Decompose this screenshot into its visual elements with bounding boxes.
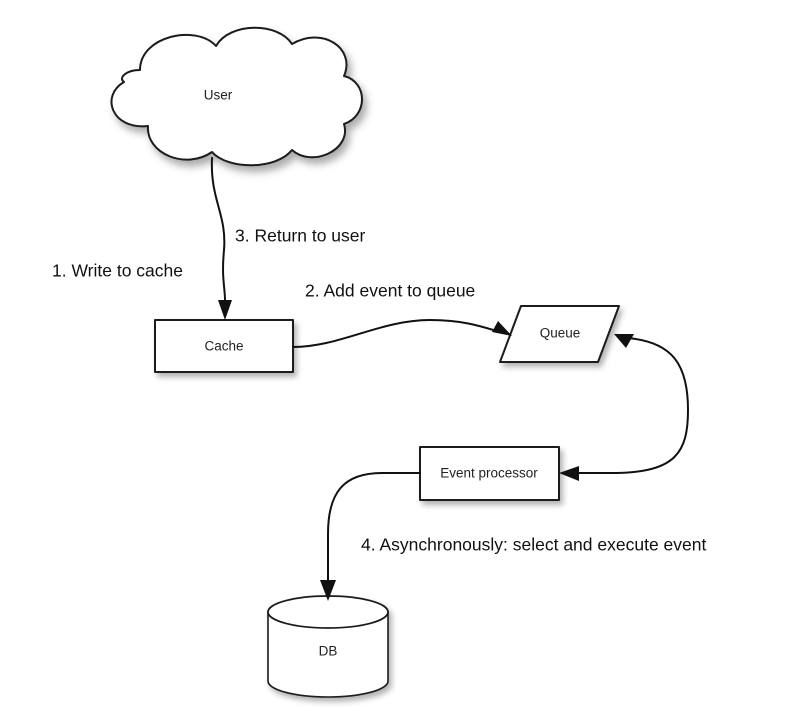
- node-cache-label: Cache: [204, 339, 243, 354]
- node-event-processor[interactable]: Event processor: [419, 446, 560, 501]
- edge-processor-to-db: [320, 472, 421, 601]
- step-4-label: 4. Asynchronously: select and execute ev…: [361, 535, 706, 555]
- step-2-label: 2. Add event to queue: [305, 281, 475, 301]
- step-1-label: 1. Write to cache: [52, 261, 183, 281]
- node-queue[interactable]: Queue: [499, 305, 620, 363]
- node-cache[interactable]: Cache: [154, 319, 294, 373]
- node-db-label: DB: [319, 644, 338, 659]
- node-queue-label: Queue: [540, 326, 581, 341]
- node-event-processor-label: Event processor: [440, 466, 538, 481]
- step-3-label: 3. Return to user: [235, 226, 366, 246]
- node-db[interactable]: DB: [267, 595, 389, 698]
- edge-user-to-cache: [210, 157, 232, 320]
- node-user-label: User: [204, 88, 233, 103]
- edge-cache-to-queue: [292, 318, 512, 348]
- edge-queue-event-processor: [559, 334, 690, 481]
- node-user[interactable]: User: [110, 26, 363, 167]
